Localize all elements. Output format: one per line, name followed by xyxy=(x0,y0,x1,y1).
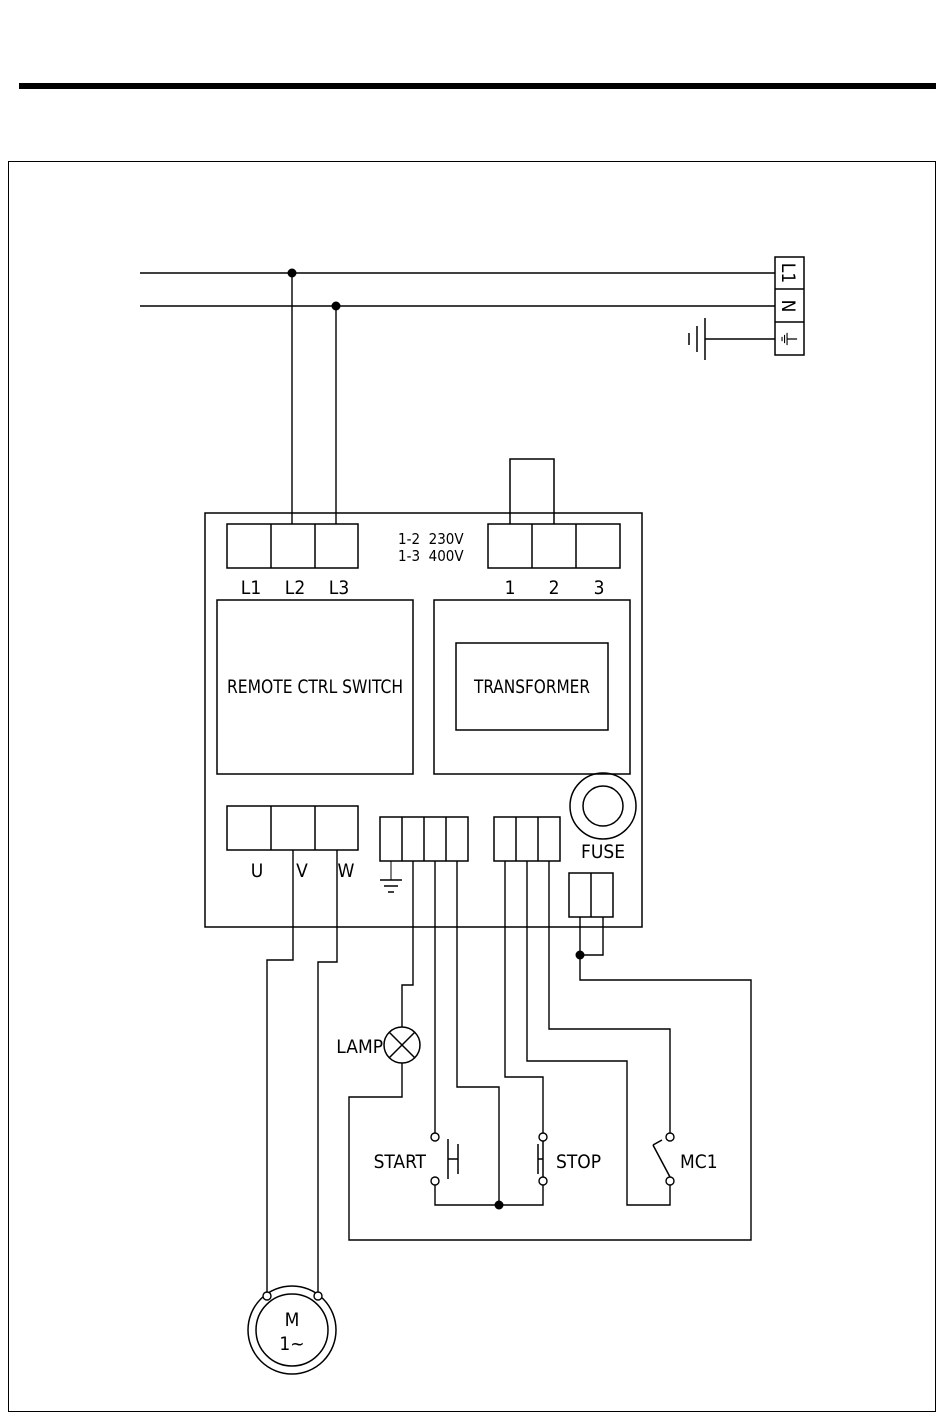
supply-terminal-block: L1 N ⏚ xyxy=(775,257,804,355)
start-button-icon xyxy=(431,1133,458,1185)
output-terminal-w: W xyxy=(338,860,355,882)
fuse-link-wires xyxy=(576,917,604,960)
input-terminal-l3: L3 xyxy=(329,577,349,599)
control-board xyxy=(205,513,642,927)
header-rule xyxy=(19,83,936,89)
mc1-contact-icon xyxy=(653,1133,674,1185)
lamp-wires xyxy=(349,861,751,1240)
motor-label-phase: 1~ xyxy=(279,1333,304,1355)
input-terminal-block: L1 L2 L3 xyxy=(227,524,358,599)
supply-terminal-earth: ⏚ xyxy=(777,329,799,348)
motor-wires xyxy=(267,850,337,1293)
board-ground-icon xyxy=(380,861,402,892)
transformer-terminal-block: 1 2 3 xyxy=(488,459,620,599)
transformer-label: TRANSFORMER xyxy=(473,676,590,698)
control-terminal-strip-b xyxy=(494,817,560,861)
lamp-label: LAMP xyxy=(336,1036,383,1058)
voltage-note-400: 1-3 400V xyxy=(398,547,464,565)
diagram-frame xyxy=(9,162,936,1412)
output-terminal-u: U xyxy=(251,860,264,882)
stop-button-icon xyxy=(538,1133,547,1185)
transformer-terminal-2: 2 xyxy=(549,577,560,599)
start-label: START xyxy=(374,1151,427,1173)
supply-terminal-l1: L1 xyxy=(777,263,799,283)
control-terminal-strip-a xyxy=(380,817,468,861)
motor-label-m: M xyxy=(285,1309,300,1331)
fuse-label: FUSE xyxy=(581,841,625,863)
stop-label: STOP xyxy=(556,1151,601,1173)
transformer-terminal-1: 1 xyxy=(505,577,516,599)
fuse-icon xyxy=(570,773,636,839)
supply-lines xyxy=(140,269,775,525)
voltage-note-230: 1-2 230V xyxy=(398,530,464,548)
output-terminal-v: V xyxy=(296,860,308,882)
mc1-label: MC1 xyxy=(680,1151,718,1173)
lamp-icon xyxy=(384,1027,420,1063)
input-terminal-l1: L1 xyxy=(241,577,261,599)
remote-ctrl-switch-label: REMOTE CTRL SWITCH xyxy=(227,676,403,698)
input-terminal-l2: L2 xyxy=(285,577,305,599)
supply-ground-icon xyxy=(689,318,775,360)
transformer-terminal-3: 3 xyxy=(594,577,605,599)
fuse-terminal-block xyxy=(569,873,613,917)
supply-terminal-n: N xyxy=(777,300,799,313)
